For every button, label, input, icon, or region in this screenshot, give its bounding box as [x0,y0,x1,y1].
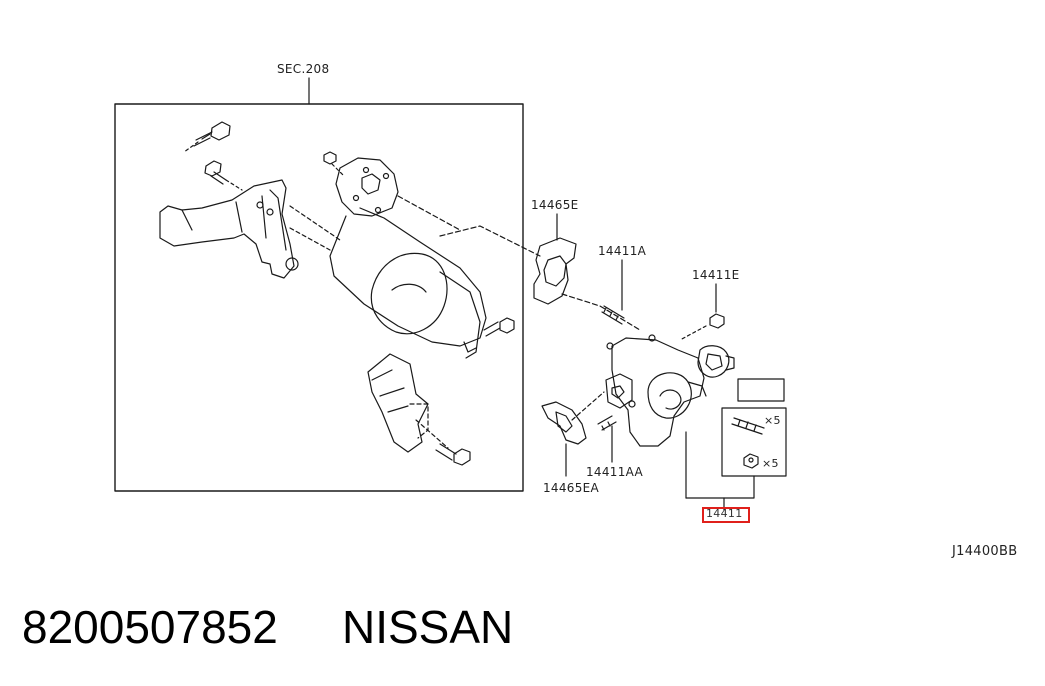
bolt-icon [484,318,514,336]
heat-shield [368,354,448,452]
stud-14411aa [598,416,616,462]
turbocharger [606,335,734,498]
gasket-14465e [534,214,576,304]
bracket [160,180,340,278]
label-14411e[interactable]: 14411E [692,268,740,282]
part-number: 8200507852 [22,601,278,653]
diagram-code: J14400BB [952,544,1018,559]
highlight-main-part[interactable]: 14411 [702,507,750,523]
gasket-14465ea [542,392,604,476]
label-qty-stud: ×5 [764,414,781,427]
label-14411: 14411 [706,507,743,520]
nut-14411e [680,284,724,340]
label-qty-nut: ×5 [762,457,779,470]
label-14465e[interactable]: 14465E [531,198,579,212]
label-14465ea[interactable]: 14465EA [543,481,600,495]
dash-link [440,226,540,256]
section-box [115,104,523,491]
bolt-icon [436,444,470,465]
dash-link [562,294,640,330]
catalytic-converter [330,158,486,358]
bolt-icon [205,161,242,190]
bolt-icon [184,122,230,152]
stud-14411a [602,260,624,324]
nut-icon [324,152,344,176]
label-14411a[interactable]: 14411A [598,244,647,258]
label-14411aa[interactable]: 14411AA [586,465,644,479]
brand-name: NISSAN [342,601,514,653]
kit-box [686,379,786,510]
label-sec208[interactable]: SEC.208 [277,62,330,76]
